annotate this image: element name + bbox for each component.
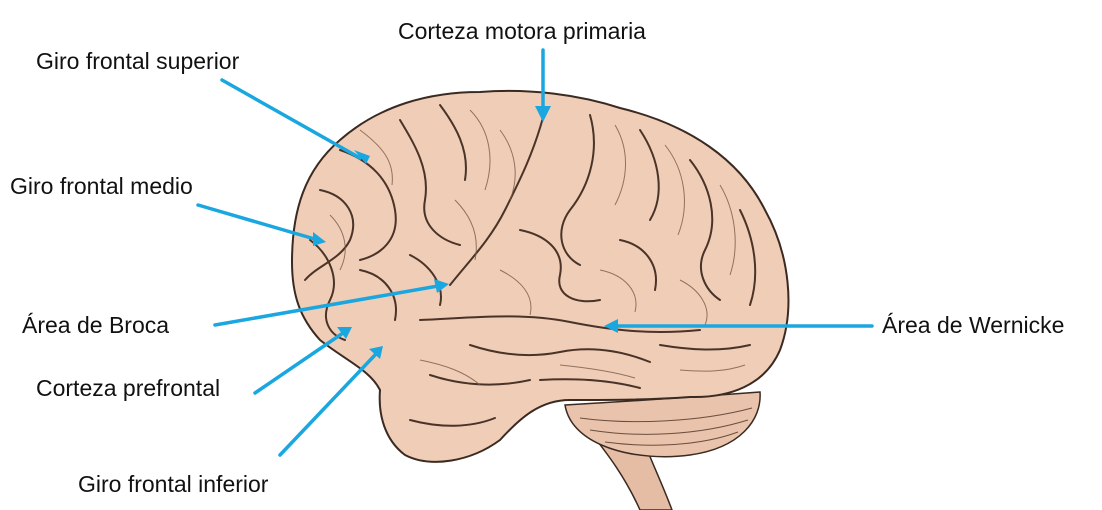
label-giro-frontal-superior: Giro frontal superior [36,50,239,73]
pointer-corteza-prefrontal [255,333,343,393]
label-area-de-wernicke: Área de Wernicke [882,314,1064,337]
pointer-giro-frontal-superior [222,80,360,158]
label-giro-frontal-inferior: Giro frontal inferior [78,473,268,496]
label-corteza-prefrontal: Corteza prefrontal [36,377,220,400]
label-giro-frontal-medio: Giro frontal medio [10,175,193,198]
label-corteza-motora-primaria: Corteza motora primaria [398,20,646,43]
pointer-giro-frontal-inferior [280,355,375,455]
label-area-de-broca: Área de Broca [22,314,169,337]
